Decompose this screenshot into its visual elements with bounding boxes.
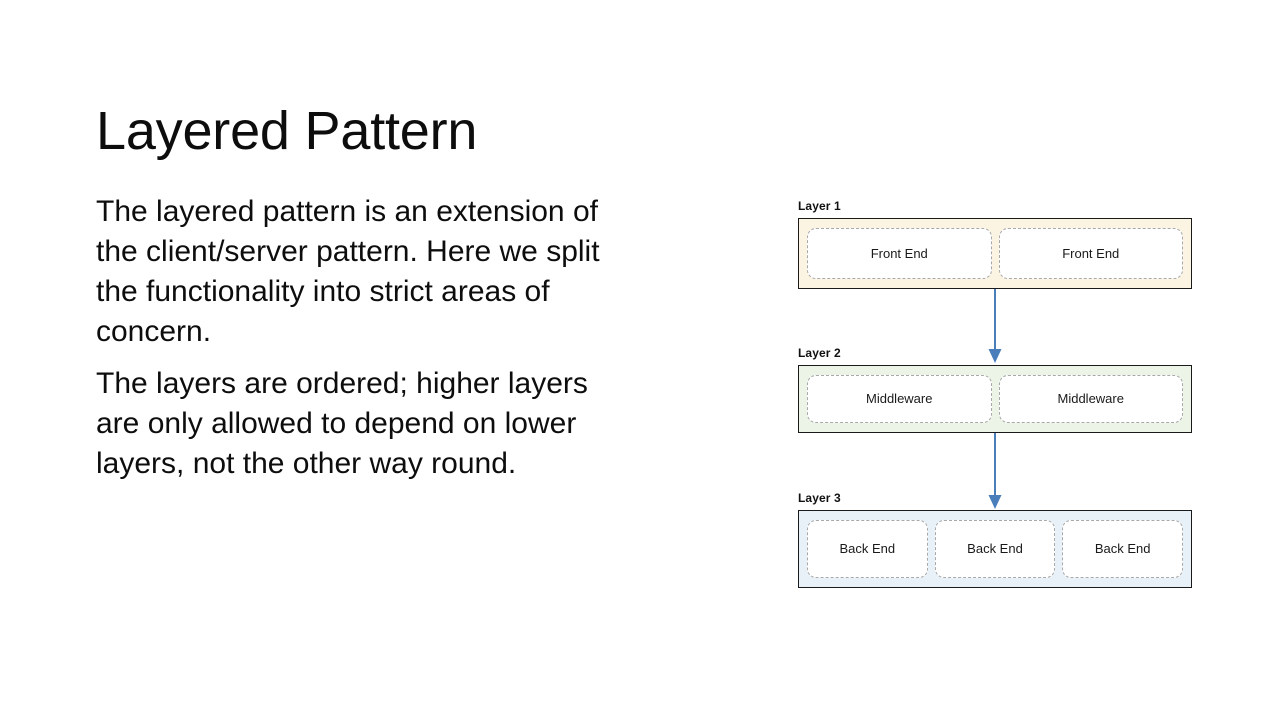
layer-label-3: Layer 3 xyxy=(798,491,841,505)
body-paragraph-2: The layers are ordered; higher layers ar… xyxy=(96,367,588,480)
node-front-end-2[interactable]: Front End xyxy=(998,228,1183,279)
layer-label-1: Layer 1 xyxy=(798,199,841,213)
node-back-end-2[interactable]: Back End xyxy=(934,520,1056,578)
layer-label-2: Layer 2 xyxy=(798,346,841,360)
layer-container-3[interactable]: Back End Back End Back End xyxy=(798,510,1192,588)
node-front-end-1[interactable]: Front End xyxy=(807,228,992,279)
layer-group-1: Layer 1 Front End Front End xyxy=(798,196,1192,306)
body-text-block: The layered pattern is an extension of t… xyxy=(96,192,636,484)
node-back-end-1[interactable]: Back End xyxy=(807,520,928,578)
layer-container-1[interactable]: Front End Front End xyxy=(798,218,1192,289)
node-middleware-1[interactable]: Middleware xyxy=(807,375,992,423)
layer-container-2[interactable]: Middleware Middleware xyxy=(798,365,1192,433)
page-title: Layered Pattern xyxy=(96,101,478,162)
layer-group-2: Layer 2 Middleware Middleware xyxy=(798,343,1192,449)
layer-group-3: Layer 3 Back End Back End Back End xyxy=(798,488,1192,596)
body-paragraph-1: The layered pattern is an extension of t… xyxy=(96,195,600,348)
node-back-end-3[interactable]: Back End xyxy=(1062,520,1184,578)
node-middleware-2[interactable]: Middleware xyxy=(998,375,1183,423)
layered-architecture-diagram: Layer 1 Front End Front End Layer 2 Midd… xyxy=(798,196,1192,596)
